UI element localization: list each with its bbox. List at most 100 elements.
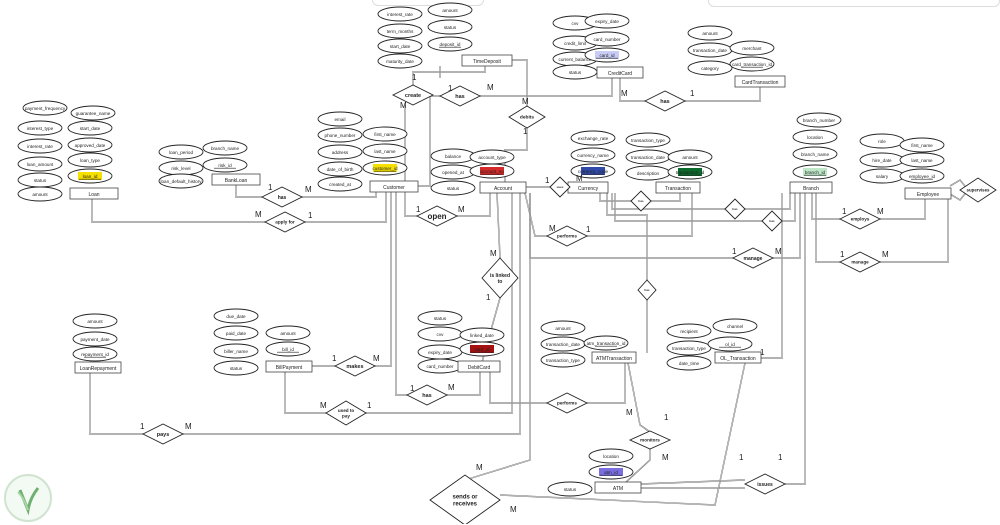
attribute-transaction-date[interactable]: transaction_date (687, 42, 733, 58)
attribute-guarantee-name[interactable]: guarantee_name (70, 105, 116, 121)
attribute-interest-rate[interactable]: interest_rate (377, 6, 423, 22)
attribute-transaction-type[interactable]: transaction_type (666, 340, 712, 356)
attribute-ol-id[interactable]: ol_id (707, 336, 753, 352)
attribute-start-date[interactable]: start_date (377, 38, 423, 54)
attribute-payment-frequency[interactable]: payment_frequency (22, 100, 68, 116)
attribute-card-transaction-id[interactable]: card_transaction_id (729, 56, 775, 72)
attribute-category[interactable]: category (687, 60, 733, 76)
attribute-loan-amount[interactable]: loan_amount (17, 156, 63, 172)
entity-debitcard[interactable]: DebitCard (457, 360, 501, 373)
entity-currency[interactable]: Currency (567, 181, 609, 194)
relationship-issues[interactable]: issues (743, 473, 787, 495)
attribute-location[interactable]: location (588, 448, 634, 464)
attribute-status[interactable]: status (427, 19, 473, 35)
attribute-status[interactable]: status (17, 172, 63, 188)
attribute-biller-name[interactable]: biller_name (213, 343, 259, 359)
attribute-balance[interactable]: balance (430, 148, 476, 164)
attribute-channel[interactable]: channel (712, 318, 758, 334)
attribute-amount[interactable]: amount (265, 325, 311, 341)
entity-creditcard[interactable]: CreditCard (596, 66, 644, 79)
attribute-opened-at[interactable]: opened_at (430, 164, 476, 180)
attribute-loan-default-history[interactable]: loan_default_history (158, 173, 204, 189)
relationship-manage[interactable]: manage (838, 251, 882, 273)
relationship-has[interactable]: has (761, 210, 783, 232)
attribute-customer-id[interactable]: customer_id (362, 160, 408, 176)
attribute-date-of-birth[interactable]: date_of_birth (317, 161, 363, 177)
attribute-expiry-date[interactable]: expiry_date (584, 13, 630, 29)
attribute-start-date[interactable]: start_date (67, 120, 113, 136)
relationship-manage[interactable]: manage (731, 247, 775, 269)
attribute-address[interactable]: address (317, 144, 363, 160)
attribute-atm-id[interactable]: atm_id (588, 464, 634, 480)
attribute-transaction-type[interactable]: transaction_type (625, 132, 671, 148)
attribute-merchant[interactable]: merchant (729, 40, 775, 56)
entity-loan[interactable]: Loan (69, 187, 119, 200)
attribute-card-id[interactable]: card_id (459, 341, 505, 357)
attribute-transaction-date[interactable]: transaction_date (625, 149, 671, 165)
attribute-payment-date[interactable]: payment_date (72, 331, 118, 347)
attribute-status[interactable]: status (430, 180, 476, 196)
relationship-uses[interactable]: uses (549, 176, 571, 198)
attribute-status[interactable]: status (417, 310, 463, 326)
attribute-interest-type[interactable]: interest_type (17, 120, 63, 136)
attribute-currency-code[interactable]: currency_code (570, 163, 616, 179)
attribute-account-type[interactable]: account_type (469, 149, 515, 165)
relationship-has[interactable]: has (260, 186, 304, 208)
entity-atmtransaction[interactable]: ATMTransaction (591, 351, 637, 364)
relationship-supervises[interactable]: supervises (959, 177, 997, 203)
attribute-amount[interactable]: amount (427, 2, 473, 18)
attribute-branch-name[interactable]: branch_name (792, 146, 838, 162)
attribute-phone-number[interactable]: phone_number (317, 127, 363, 143)
attribute-atm-transaction-id[interactable]: atm_transaction_id (583, 335, 629, 351)
entity-billpayment[interactable]: BillPayment (265, 360, 313, 373)
relationship-monitors[interactable]: monitors (628, 430, 672, 450)
relationship-performs[interactable]: performs (545, 392, 589, 414)
attribute-hire-date[interactable]: hire_date (859, 152, 905, 168)
attribute-date-time[interactable]: date_time (666, 355, 712, 371)
attribute-amount[interactable]: amount (72, 313, 118, 329)
attribute-card-number[interactable]: card_number (584, 31, 630, 47)
relationship-open[interactable]: open (415, 205, 459, 227)
entity-loanrepayment[interactable]: LoanRepayment (74, 361, 122, 374)
relationship-employs[interactable]: employs (838, 208, 882, 230)
entity-customer[interactable]: Customer (369, 180, 419, 193)
attribute-first-name[interactable]: first_name (362, 126, 408, 142)
attribute-transaction-id[interactable]: transaction_id (667, 164, 713, 180)
attribute-amount[interactable]: amount (17, 186, 63, 202)
relationship-pays[interactable]: pays (141, 423, 185, 445)
relationship-performs[interactable]: performs (545, 225, 589, 247)
relationship-makes[interactable]: makes (333, 355, 377, 377)
attribute-risk-level[interactable]: risk_level (158, 160, 204, 176)
entity-timedeposit[interactable]: TimeDeposit (461, 54, 513, 67)
attribute-transaction-type[interactable]: transaction_type (540, 352, 586, 368)
entity-transaction[interactable]: Transaction (655, 181, 701, 194)
attribute-interest-rate[interactable]: interest_rate (17, 138, 63, 154)
attribute-deposit-id[interactable]: deposit_id (427, 36, 473, 52)
attribute-account-no[interactable]: account_no (469, 163, 515, 179)
entity-branch[interactable]: Branch (789, 181, 833, 194)
attribute-branch-id[interactable]: branch_id (792, 164, 838, 180)
attribute-approved-date[interactable]: approved_date (67, 137, 113, 153)
entity-atm[interactable]: ATM (594, 481, 642, 494)
entity-bankloan[interactable]: BankLoan (211, 173, 261, 186)
attribute-card-number[interactable]: card_number (417, 358, 463, 374)
attribute-last-name[interactable]: last_name (899, 152, 945, 168)
entity-ol_transaction[interactable]: OL_Transaction (714, 351, 762, 364)
attribute-repayment-id[interactable]: repayment_id (72, 346, 118, 362)
attribute-branch-name[interactable]: branch_name (202, 140, 248, 156)
attribute-expiry-date[interactable]: expiry_date (417, 344, 463, 360)
attribute-linked-date[interactable]: linked_date (459, 327, 505, 343)
attribute-status[interactable]: status (213, 360, 259, 376)
attribute-loan-id[interactable]: loan_id (67, 168, 113, 184)
relationship-create[interactable]: create (391, 84, 435, 106)
attribute-email[interactable]: email (317, 111, 363, 127)
entity-employee[interactable]: Employee (904, 187, 952, 200)
attribute-amount[interactable]: amount (687, 25, 733, 41)
relationship-debits[interactable]: debits (508, 105, 546, 129)
relationship-has[interactable]: has (724, 198, 746, 220)
attribute-salary[interactable]: salary (859, 168, 905, 184)
attribute-card-id[interactable]: card_id (584, 47, 630, 63)
